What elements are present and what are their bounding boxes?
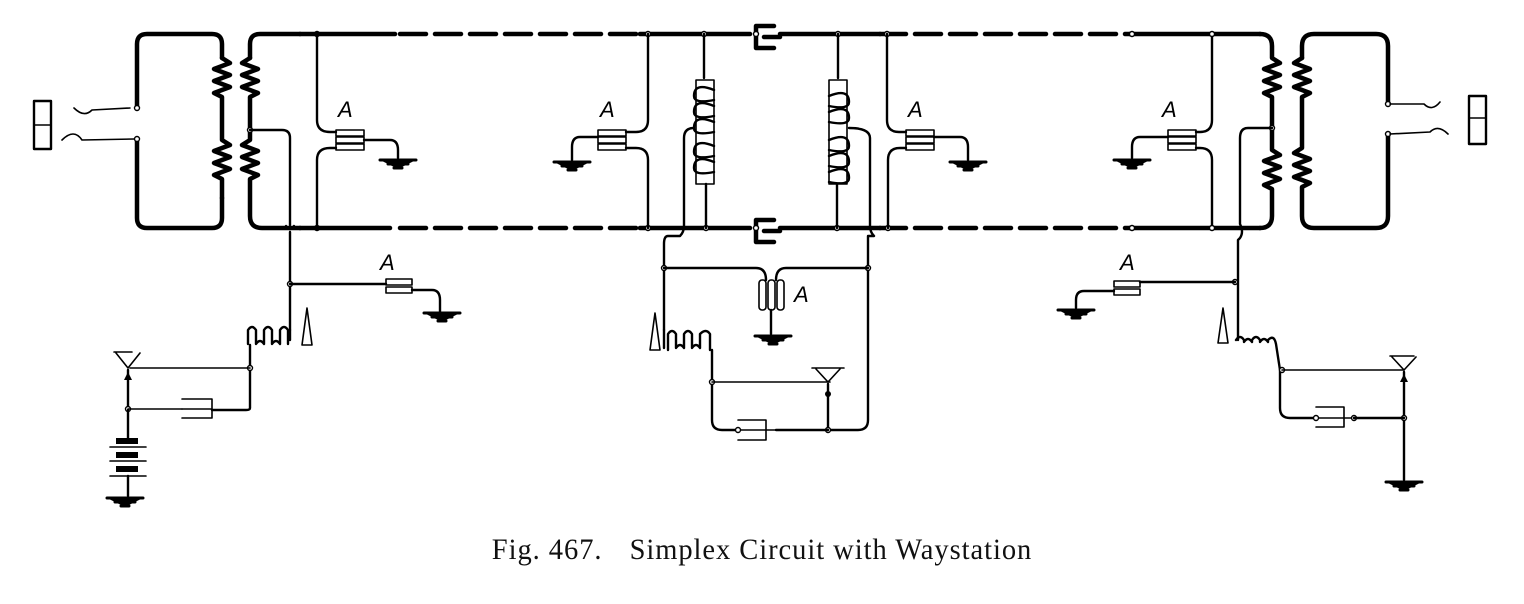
west-relay-coil-icon [246,325,292,346]
ground-icon [552,160,592,173]
east-sounder-icon [1315,406,1355,428]
waystation-relay-coil-icon [662,328,712,352]
line-condenser-bottom-icon [753,217,783,245]
relay-armature-icon [1217,307,1229,344]
figure-number: Fig. 467. [491,533,603,566]
condenser-icon [905,129,935,151]
condenser-label: A [378,250,395,275]
ground-icon [1056,308,1096,321]
ground-icon [105,496,145,509]
ground-icon [948,160,988,173]
west-line-cord [73,107,131,115]
condenser-label: A [1160,97,1177,122]
condenser-label: A [1118,250,1135,275]
west-retardation-coil-icon [692,79,716,185]
ground-icon [753,334,793,347]
west-repeating-coil-secondary-icon [239,55,303,231]
figure-caption: Fig. 467. Simplex Circuit with Waystatio… [38,533,1486,567]
east-key-icon [1389,355,1417,371]
east-line-cord [1389,101,1441,109]
condenser-label: A [792,282,809,307]
battery-icon [109,438,147,477]
condenser-icon [758,279,785,311]
waystation: A A [552,30,988,441]
condenser-icon [1167,129,1197,151]
ground-icon [1112,158,1152,171]
figure-title: Simplex Circuit with Waystation [629,533,1033,566]
ground-icon [1384,480,1424,493]
main-line [297,23,1263,245]
condenser-label: A [598,97,615,122]
relay-armature-icon [649,312,661,351]
relay-armature-icon [301,307,313,346]
west-key-icon [113,351,141,369]
line-condenser-top-icon [753,23,783,51]
condenser-label: A [906,97,923,122]
east-repeating-coil-secondary-icon [1257,31,1283,231]
waystation-sounder-icon [737,419,777,441]
west-sounder-icon [181,398,213,419]
condenser-icon [597,129,627,151]
west-repeating-coil-primary-icon [211,55,233,201]
waystation-key-icon [811,367,845,383]
east-relay-coil-icon [1234,335,1318,420]
ground-icon [422,311,462,324]
condenser-label: A [336,97,353,122]
east-terminal: A A [1056,30,1488,493]
condenser-icon [335,129,365,151]
east-telephone-jack-icon [1467,94,1488,146]
east-repeating-coil-primary-icon [1291,55,1391,231]
west-terminal: A A [32,30,462,509]
ground-icon [378,158,418,171]
east-retardation-coil-icon [827,79,851,185]
